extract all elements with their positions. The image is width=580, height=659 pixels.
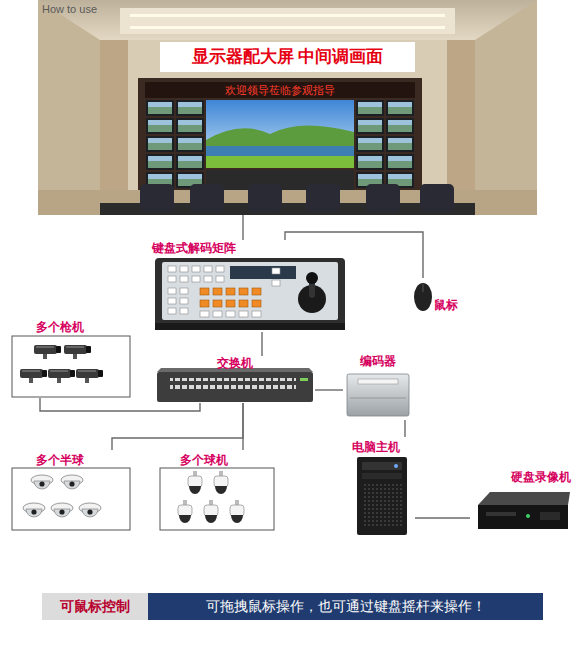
cable-line bbox=[242, 403, 243, 450]
dvr-recorder: 硬盘录像机 bbox=[470, 468, 575, 543]
room-photo: How to use 显示器配大屏 中间调画面欢迎领导莅临参观指导 bbox=[38, 0, 537, 215]
cable-line bbox=[404, 420, 405, 437]
dome-camera-group: 多个半球 bbox=[10, 450, 132, 532]
banner-text: 可拖拽鼠标操作，也可通过键盘摇杆来操作！ bbox=[148, 593, 543, 620]
device-label: 多个半球 bbox=[10, 450, 132, 468]
cable-line bbox=[242, 215, 243, 240]
cable-line bbox=[112, 403, 243, 450]
banner-tag: 可鼠标控制 bbox=[42, 593, 148, 620]
device-label: 可拖拽鼠标操作，也可通过键盘摇杆来操作！ bbox=[202, 598, 490, 615]
device-label: 编码器 bbox=[343, 353, 413, 369]
photo-title: How to use bbox=[38, 0, 537, 18]
bullet-camera-group: 多个枪机 bbox=[10, 318, 132, 398]
ptz-camera-group: 多个球机 bbox=[158, 450, 276, 532]
device-label: 硬盘录像机 bbox=[470, 468, 575, 485]
device-label: 可鼠标控制 bbox=[56, 598, 134, 615]
device-label: 多个球机 bbox=[158, 450, 276, 468]
cable-line bbox=[315, 389, 343, 390]
device-label: 显示器配大屏 中间调画面 bbox=[188, 47, 388, 67]
device-label: 鼠标 bbox=[412, 278, 464, 313]
video-encoder: 编码器 bbox=[343, 353, 413, 420]
led-sign: 欢迎领导莅临参观指导 bbox=[145, 82, 415, 98]
device-label: 电脑主机 bbox=[350, 437, 415, 455]
cable-line bbox=[261, 332, 262, 356]
device-label: 多个枪机 bbox=[10, 318, 132, 335]
mouse-device: 鼠标 bbox=[412, 278, 464, 318]
device-label: 键盘式解码矩阵 bbox=[150, 240, 350, 256]
screen-caption: 显示器配大屏 中间调画面 bbox=[160, 42, 415, 72]
network-switch: 交换机 bbox=[155, 356, 315, 403]
device-label: 交换机 bbox=[155, 356, 315, 371]
cable-line bbox=[40, 398, 200, 411]
cable-line bbox=[285, 232, 423, 278]
keyboard-matrix: 键盘式解码矩阵 bbox=[150, 240, 350, 332]
cable-line bbox=[415, 517, 470, 518]
pc-host: 电脑主机 bbox=[350, 437, 415, 537]
device-label: 欢迎领导莅临参观指导 bbox=[221, 83, 339, 97]
